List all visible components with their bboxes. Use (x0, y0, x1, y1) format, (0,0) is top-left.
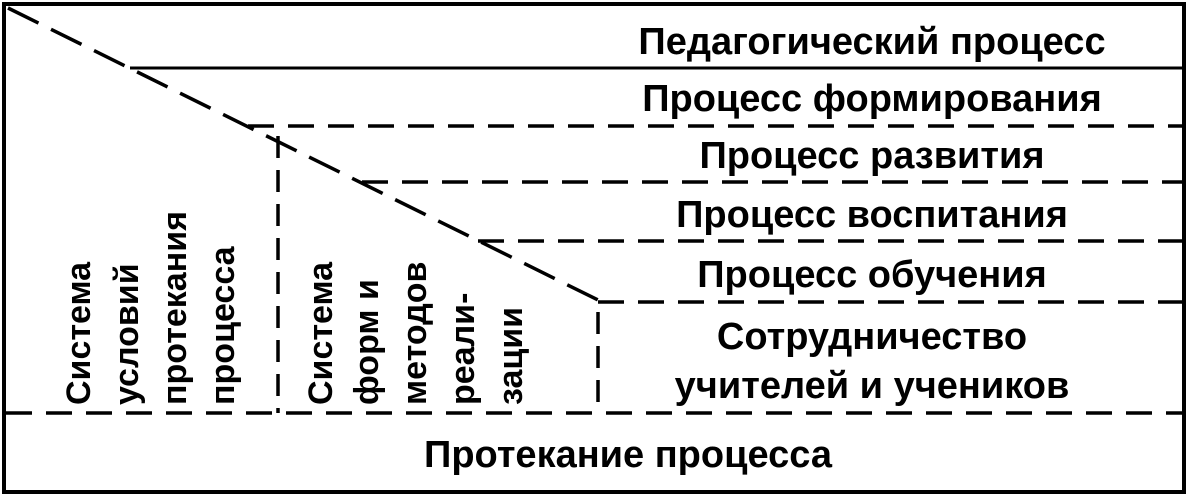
conditions-system-block: Система условий протекания процесса (60, 211, 242, 405)
forms-methods-line5: зации (492, 307, 530, 405)
conditions-system-line1: Система (60, 261, 98, 405)
label-learning-process: Процесс обучения (697, 254, 1047, 296)
label-formation-process: Процесс формирования (642, 78, 1102, 120)
label-cooperation-line1: Сотрудничество (717, 316, 1027, 358)
forms-methods-line4: реали- (444, 293, 482, 405)
label-upbringing-process: Процесс воспитания (676, 194, 1068, 236)
forms-methods-line3: методов (396, 262, 434, 405)
forms-methods-line2: форм и (348, 279, 386, 405)
conditions-system-line3: протекания (156, 211, 194, 405)
label-cooperation-line2: учителей и учеников (675, 365, 1070, 407)
outer-frame (2, 2, 1186, 494)
forms-methods-system-block: Система форм и методов реали- зации (302, 261, 530, 405)
forms-methods-line1: Система (302, 261, 340, 405)
conditions-system-line2: условий (108, 263, 146, 405)
label-process-flow: Протекание процесса (424, 434, 833, 476)
conditions-system-line4: процесса (204, 245, 242, 405)
diagonal-dashed-line (7, 6, 599, 302)
label-development-process: Процесс развития (699, 135, 1044, 177)
label-pedagogical-process: Педагогический процесс (638, 21, 1105, 63)
